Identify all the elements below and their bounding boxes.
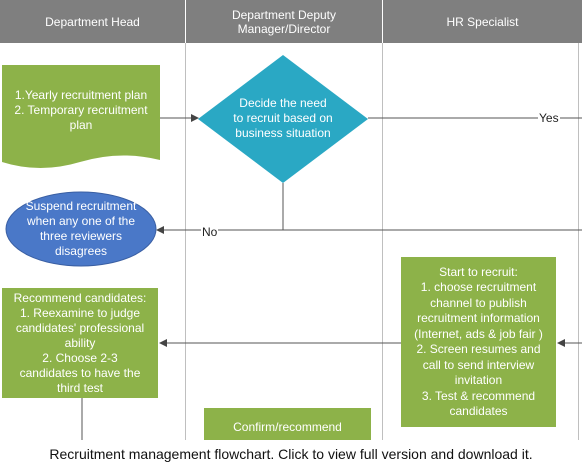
lane-header-deputy-manager: Department Deputy Manager/Director (186, 0, 382, 43)
lane-title: Department Head (45, 14, 140, 29)
suspend-node: Suspend recruitment when any one of the … (25, 199, 137, 258)
plan-node: 1.Yearly recruitment plan 2. Temporary r… (14, 87, 148, 132)
lane-header-hr-specialist: HR Specialist (383, 0, 582, 43)
decide-diamond (198, 55, 368, 183)
lane-title: Department Deputy Manager/Director (231, 7, 337, 36)
lane-divider (382, 43, 383, 440)
decide-node: Decide the need to recruit based on busi… (233, 95, 333, 140)
start-node: Start to recruit: 1. choose recruitment … (401, 257, 556, 427)
recommend-node: Recommend candidates: 1. Reexamine to ju… (2, 288, 158, 398)
plan-shape (2, 65, 160, 168)
lane-divider (578, 43, 579, 440)
confirm-node: Confirm/recommend (204, 408, 371, 440)
flowchart: Department Head Department Deputy Manage… (0, 0, 582, 440)
yes-label: Yes (538, 111, 560, 125)
connectors (2, 55, 582, 440)
lane-divider (185, 43, 186, 440)
lane-header-department-head: Department Head (0, 0, 185, 43)
caption-link[interactable]: Recruitment management flowchart. Click … (49, 446, 533, 462)
suspend-ellipse (5, 191, 157, 267)
no-label: No (201, 225, 219, 239)
lane-title: HR Specialist (446, 14, 519, 29)
